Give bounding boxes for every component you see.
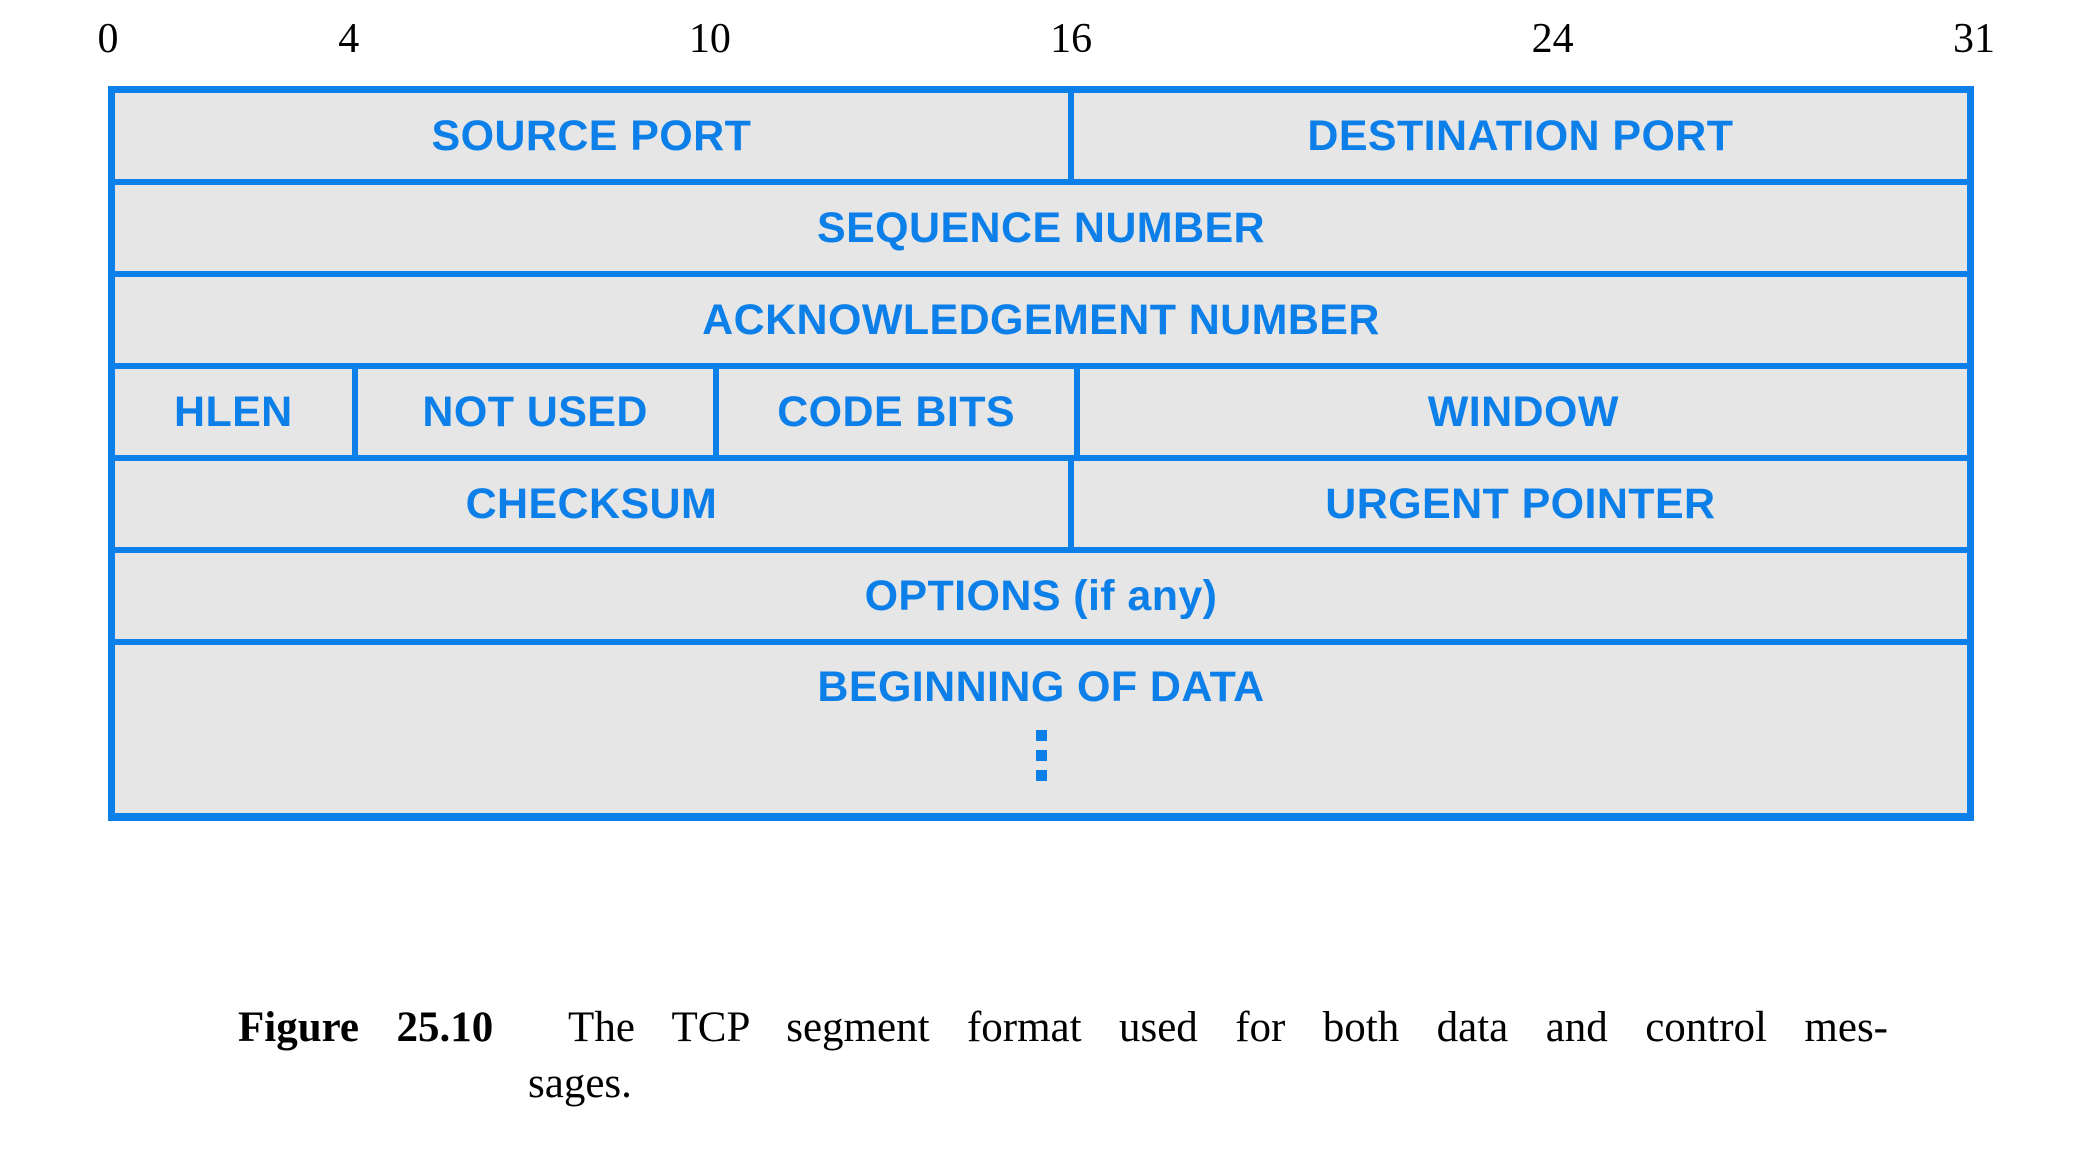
- field-checksum: CHECKSUM: [115, 461, 1068, 547]
- field-beginning-of-data: BEGINNING OF DATA: [115, 645, 1967, 813]
- field-source-port: SOURCE PORT: [115, 93, 1068, 179]
- figure-caption-body-1: The TCP segment format used for both dat…: [568, 1004, 1889, 1051]
- field-label: HLEN: [173, 387, 293, 436]
- field-sequence-number: SEQUENCE NUMBER: [115, 185, 1967, 271]
- header-row: OPTIONS (if any): [115, 553, 1967, 645]
- header-row: SOURCE PORT DESTINATION PORT: [115, 93, 1967, 185]
- field-code-bits: CODE BITS: [712, 369, 1074, 455]
- field-window: WINDOW: [1073, 369, 1967, 455]
- header-row: ACKNOWLEDGEMENT NUMBER: [115, 277, 1967, 369]
- vertical-ellipsis-icon: [1035, 730, 1047, 781]
- field-label: SOURCE PORT: [431, 111, 752, 160]
- header-row: HLEN NOT USED CODE BITS WINDOW: [115, 369, 1967, 461]
- ruler-tick-16: 16: [1050, 16, 1093, 62]
- field-label: BEGINNING OF DATA: [817, 663, 1265, 711]
- ruler-tick-4: 4: [338, 16, 360, 62]
- field-options-if-any: OPTIONS (if any): [115, 553, 1967, 639]
- field-label: OPTIONS (if any): [864, 571, 1218, 620]
- ruler-tick-10: 10: [688, 16, 731, 62]
- figure-caption: Figure 25.10 The TCP segment format used…: [238, 1000, 1888, 1112]
- field-label: NOT USED: [422, 387, 648, 436]
- field-label: WINDOW: [1427, 387, 1619, 436]
- header-row: SEQUENCE NUMBER: [115, 185, 1967, 277]
- header-row: BEGINNING OF DATA: [115, 645, 1967, 813]
- ruler-tick-0: 0: [97, 16, 119, 62]
- tcp-header-grid: SOURCE PORT DESTINATION PORT SEQUENCE NUMB…: [108, 86, 1974, 821]
- field-not-used: NOT USED: [351, 369, 713, 455]
- ruler-tick-31: 31: [1953, 16, 1995, 62]
- figure-caption-line-2: sages.: [528, 1059, 632, 1107]
- bit-offset-ruler: 0 4 10 16 24 31: [98, 16, 1996, 80]
- field-label: CHECKSUM: [465, 479, 718, 528]
- field-hlen: HLEN: [115, 369, 352, 455]
- ruler-tick-24: 24: [1531, 16, 1574, 62]
- field-urgent-pointer: URGENT POINTER: [1067, 461, 1967, 547]
- field-label: DESTINATION PORT: [1307, 111, 1734, 160]
- field-label: SEQUENCE NUMBER: [817, 203, 1265, 252]
- header-row: CHECKSUM URGENT POINTER: [115, 461, 1967, 553]
- figure-caption-text-1: [493, 1004, 568, 1051]
- field-label: CODE BITS: [777, 387, 1015, 436]
- figure-caption-line-1: Figure 25.10 The TCP segment format used…: [238, 1000, 1888, 1056]
- field-label: ACKNOWLEDGEMENT NUMBER: [702, 295, 1380, 344]
- field-destination-port: DESTINATION PORT: [1067, 93, 1967, 179]
- field-acknowledgement-number: ACKNOWLEDGEMENT NUMBER: [115, 277, 1967, 363]
- field-label: URGENT POINTER: [1325, 479, 1716, 528]
- figure-number-label: Figure 25.10: [238, 1004, 494, 1051]
